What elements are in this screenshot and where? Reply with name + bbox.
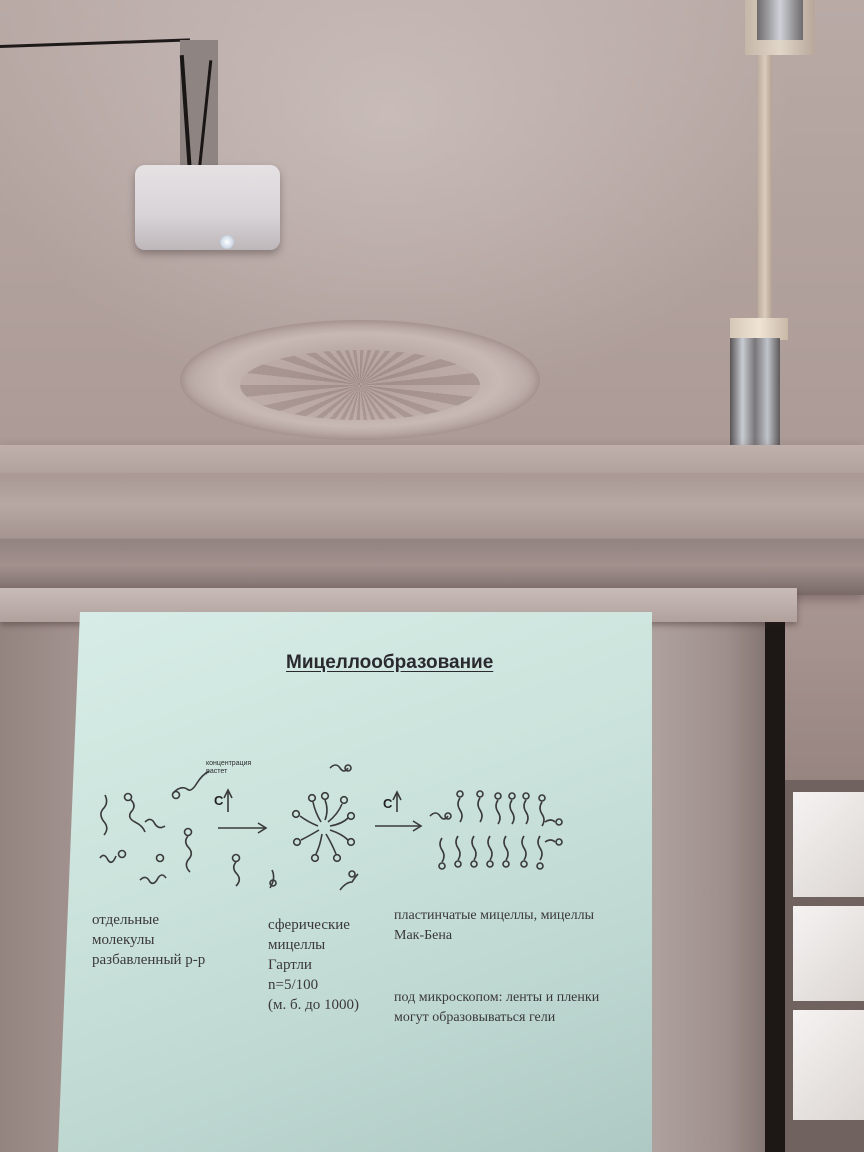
- col1-line: разбавленный р-р: [92, 952, 206, 968]
- col2-line: Гартли: [268, 957, 312, 973]
- surfactant-molecule: [128, 799, 146, 833]
- surfactant-molecule: [139, 874, 167, 885]
- projection-screen: [58, 612, 652, 1152]
- projector-lens: [220, 235, 234, 249]
- fluorescent-tube-mid: [730, 338, 780, 460]
- col1-line: отдельные: [92, 912, 160, 928]
- surfactant-molecule: [99, 854, 117, 864]
- surfactant-molecule: [144, 818, 166, 829]
- concentration-label: концентрация растет: [206, 760, 252, 775]
- col2-line: мицеллы: [268, 937, 326, 953]
- window-pane: [793, 906, 864, 1001]
- arrowhead: [412, 820, 423, 832]
- free-molecules: [99, 770, 241, 887]
- window-pane: [793, 1010, 864, 1120]
- col3-line: Мак-Бена: [394, 928, 453, 943]
- col3-text: пластинчатые мицеллы, мицеллы Мак-Бена п…: [394, 906, 599, 1028]
- wall-cornice: [0, 445, 864, 595]
- molecule-head: [171, 790, 181, 800]
- molecule-head: [155, 853, 165, 863]
- col2-text: сферические мицеллы Гартли n=5/100 (м. б…: [268, 915, 359, 1015]
- molecule-head: [117, 849, 127, 859]
- molecule-head: [231, 853, 241, 863]
- col2-line: сферические: [268, 917, 350, 933]
- col3-line: под микроскопом: ленты и пленки: [394, 990, 600, 1005]
- arrow-1: [218, 788, 268, 834]
- lamellar-micelle: [429, 790, 563, 870]
- molecule-head: [183, 827, 193, 837]
- up-arrowhead: [392, 790, 402, 801]
- surfactant-molecule: [172, 770, 210, 794]
- screen-frame-edge: [765, 620, 785, 1152]
- ceiling-light-fixture-mid: [730, 318, 788, 340]
- screen-right-panel: [646, 620, 780, 1152]
- wall-conduit: [758, 55, 772, 320]
- col1-line: молекулы: [92, 932, 155, 948]
- up-arrowhead: [223, 788, 233, 799]
- arrow-label-c1: C: [214, 793, 224, 808]
- col3-line: пластинчатые мицеллы, мицеллы: [394, 908, 595, 923]
- arrow-label-c2: C: [383, 796, 393, 811]
- arrowhead: [257, 822, 268, 834]
- window-pane: [793, 792, 864, 897]
- arrow-2: [375, 790, 423, 832]
- surfactant-molecule: [184, 835, 193, 873]
- surfactant-molecule: [100, 794, 108, 836]
- surfactant-molecule: [232, 861, 241, 887]
- spherical-micelle: [269, 764, 359, 891]
- col3-line: могут образовываться гели: [394, 1010, 556, 1025]
- fluorescent-tube-top: [757, 0, 803, 40]
- spacer: [394, 946, 599, 988]
- molecule-head: [123, 792, 133, 802]
- micelle-diagram: [99, 764, 563, 891]
- col1-text: отдельные молекулы разбавленный р-р: [92, 910, 205, 970]
- col2-line: n=5/100: [268, 977, 319, 993]
- slide-title: Мицеллообразование: [286, 652, 494, 673]
- window: [785, 780, 864, 1152]
- ceiling-projector: [135, 165, 280, 250]
- col2-line: (м. б. до 1000): [268, 997, 359, 1013]
- ceiling-rosette-center: [240, 350, 480, 420]
